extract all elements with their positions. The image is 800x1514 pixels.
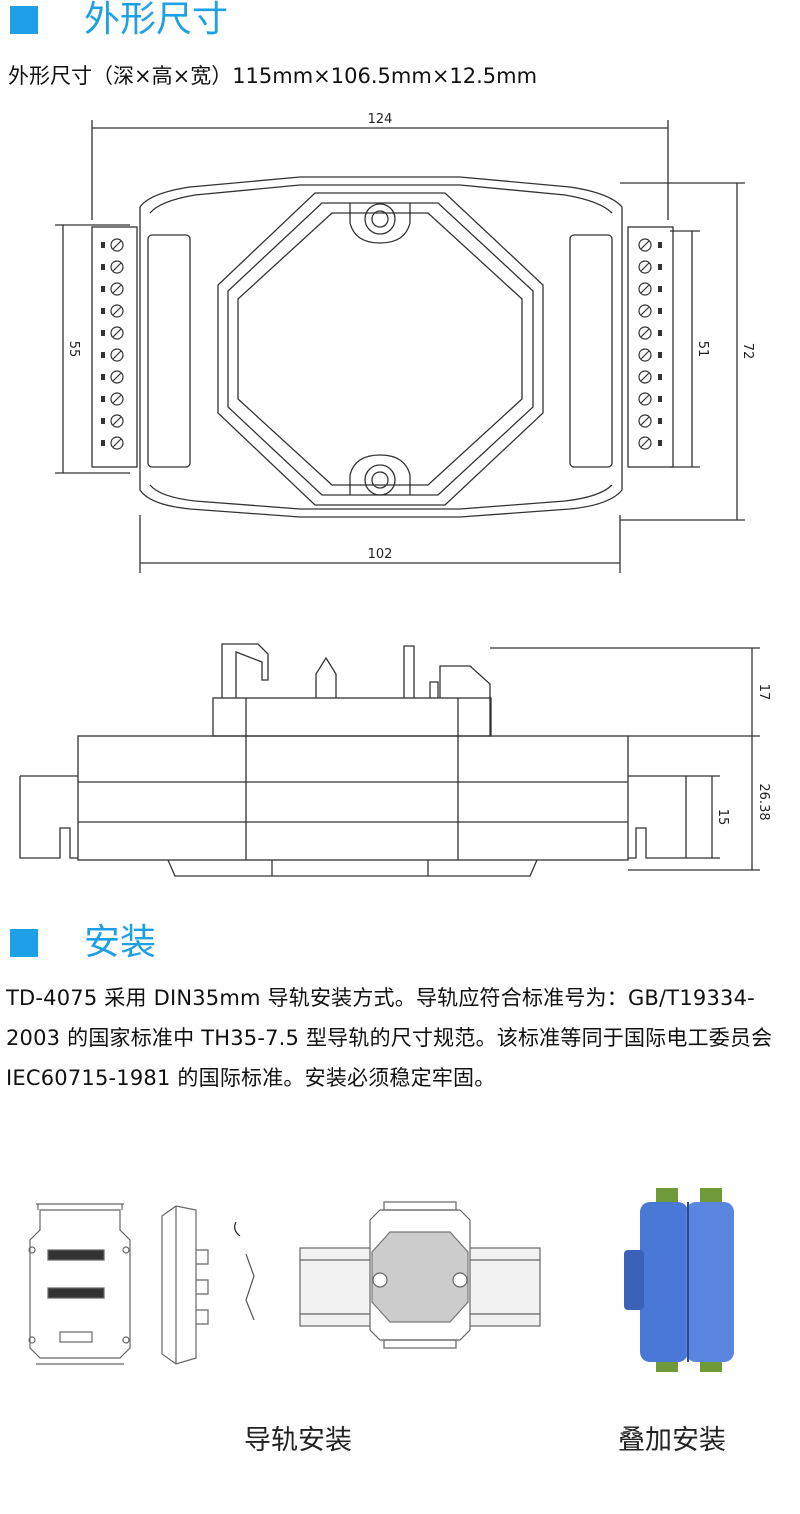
dim-left-height: 55 bbox=[66, 341, 81, 358]
terminal-screws bbox=[101, 238, 662, 450]
dim-right-outer-height: 72 bbox=[740, 343, 755, 360]
section-square-icon bbox=[10, 929, 38, 957]
section-header-dimensions: 外形尺寸 bbox=[0, 2, 228, 38]
dim-top-width: 124 bbox=[368, 112, 393, 127]
side-view-drawing: 17 15 26.38 bbox=[19, 643, 771, 877]
caption-stack-install: 叠加安装 bbox=[618, 1425, 726, 1456]
dim-side-top-height: 17 bbox=[756, 684, 771, 701]
dimension-spec-text: 外形尺寸（深×高×宽）115mm×106.5mm×12.5mm bbox=[8, 64, 538, 88]
section-title: 外形尺寸 bbox=[84, 0, 229, 40]
install-paragraph: TD-4075 采用 DIN35mm 导轨安装方式。导轨应符合标准号为：GB/T… bbox=[6, 986, 773, 1090]
stacked-modules-illustration bbox=[624, 1188, 734, 1372]
install-illustrations bbox=[28, 1188, 734, 1372]
dim-right-inner-height: 51 bbox=[695, 341, 710, 358]
section-header-install: 安装 bbox=[0, 925, 156, 961]
section-square-icon bbox=[10, 6, 38, 34]
section-title: 安装 bbox=[84, 922, 157, 963]
dim-side-rail-height: 15 bbox=[715, 809, 730, 826]
top-view-drawing: 124 102 55 51 72 bbox=[55, 112, 755, 573]
dim-bottom-width: 102 bbox=[368, 547, 393, 562]
caption-rail-install: 导轨安装 bbox=[244, 1425, 352, 1456]
dim-side-total-height: 26.38 bbox=[756, 783, 771, 820]
